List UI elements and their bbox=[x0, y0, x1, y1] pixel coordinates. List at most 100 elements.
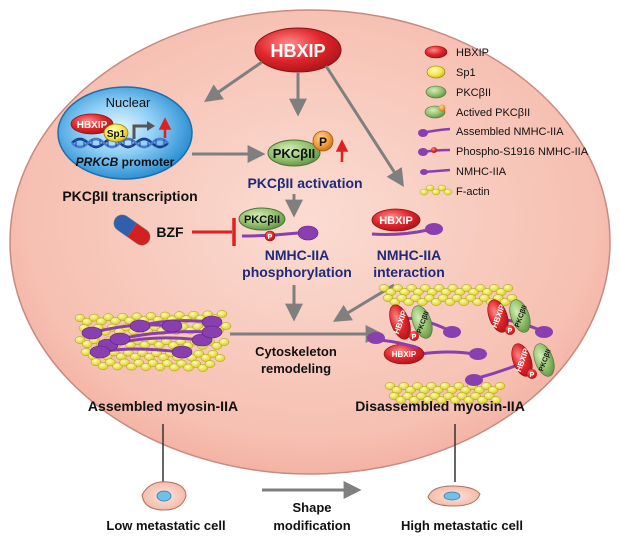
dis-complex-1: HBXIP PKCβII P bbox=[389, 304, 461, 341]
phospho-nmhc-icon bbox=[418, 147, 451, 156]
f-actin-bead bbox=[154, 363, 166, 371]
legend-label: Phospho-S1916 NMHC-IIA bbox=[456, 146, 589, 158]
f-actin-bead bbox=[384, 382, 396, 390]
assembled-nmhc-icon bbox=[418, 127, 451, 137]
nucleus: Nuclear HBXIP Sp1 bbox=[57, 86, 193, 180]
cyto-label-1: Cytoskeleton bbox=[255, 344, 337, 359]
f-actin-bead bbox=[479, 294, 490, 302]
f-actin-bead bbox=[439, 382, 451, 390]
f-actin-bead bbox=[105, 358, 116, 367]
nuclear-sp1-node: Sp1 bbox=[103, 123, 129, 143]
f-actin-bead bbox=[403, 298, 414, 306]
nmhc-phos-label-1: NMHC-IIA bbox=[265, 247, 330, 263]
f-actin-bead bbox=[218, 338, 230, 346]
f-actin-bead bbox=[188, 310, 199, 319]
f-actin-bead bbox=[392, 284, 404, 292]
shape-label-1: Shape bbox=[292, 500, 331, 515]
svg-text:Sp1: Sp1 bbox=[107, 129, 126, 140]
bzf-capsule-icon bbox=[113, 214, 151, 246]
f-actin-bead bbox=[169, 363, 180, 372]
hbxip-interact-node: HBXIP bbox=[371, 208, 443, 236]
inhibition-mark bbox=[192, 218, 236, 246]
transcription-start-icon bbox=[132, 124, 148, 139]
f-actin-bead bbox=[437, 294, 449, 302]
dna-helix-icon bbox=[71, 137, 169, 149]
legend-label: F-actin bbox=[456, 186, 490, 198]
shape-label-2: modification bbox=[273, 518, 350, 533]
f-actin-bead bbox=[494, 382, 506, 390]
f-actin-bead bbox=[81, 340, 93, 348]
f-actin-icon bbox=[419, 184, 453, 196]
svg-text:P: P bbox=[508, 328, 513, 335]
f-actin-bead bbox=[451, 294, 463, 302]
nuclear-label: Nuclear bbox=[106, 95, 151, 110]
pkc-activation-label: PKCβII activation bbox=[247, 175, 362, 191]
nmhc-inter-label-2: interaction bbox=[373, 264, 445, 280]
f-actin-bead bbox=[424, 294, 435, 302]
f-actin-bead bbox=[204, 360, 216, 368]
f-actin-bead bbox=[183, 363, 194, 372]
f-actin-bead bbox=[147, 359, 159, 367]
disassembled-label: Disassembled myosin-IIA bbox=[355, 398, 525, 414]
f-actin-bead bbox=[207, 350, 219, 358]
f-actin-bead bbox=[382, 294, 394, 302]
svg-text:P: P bbox=[530, 372, 535, 379]
f-actin-bead bbox=[465, 294, 476, 302]
f-actin-bead bbox=[211, 342, 223, 350]
assembled-myosin-cluster bbox=[74, 310, 232, 372]
svg-text:P: P bbox=[268, 234, 273, 241]
legend-label: Sp1 bbox=[456, 67, 476, 79]
f-actin-bead bbox=[502, 284, 514, 292]
f-actin-bead bbox=[88, 313, 100, 322]
f-actin-bead bbox=[119, 358, 130, 367]
high-cell-label: High metastatic cell bbox=[401, 518, 523, 533]
f-actin-bead bbox=[444, 298, 456, 306]
f-actin-bead bbox=[200, 353, 212, 362]
bzf-label: BZF bbox=[156, 224, 184, 240]
legend-label: NMHC-IIA bbox=[456, 166, 507, 178]
low-cell-label: Low metastatic cell bbox=[106, 518, 225, 533]
f-actin-bead bbox=[488, 284, 500, 292]
f-actin-bead bbox=[90, 358, 102, 366]
assembled-label: Assembled myosin-IIA bbox=[88, 398, 238, 414]
f-actin-bead bbox=[192, 322, 203, 331]
svg-text:P: P bbox=[319, 135, 327, 149]
f-actin-bead bbox=[159, 311, 171, 320]
f-actin-bead bbox=[214, 354, 226, 362]
f-actin-bead bbox=[140, 363, 152, 371]
f-actin-bead bbox=[193, 349, 205, 358]
legend: HBXIP Sp1 PKCβII Actived PKCβII Assemble… bbox=[418, 45, 589, 198]
hbxip-arrows bbox=[204, 60, 404, 188]
f-actin-bead bbox=[458, 298, 470, 306]
hbxip-ellipse-icon bbox=[424, 45, 448, 59]
legend-label: PKCβII bbox=[456, 87, 491, 99]
f-actin-bead bbox=[216, 310, 228, 318]
f-actin-bead bbox=[174, 311, 185, 320]
svg-text:HBXIP: HBXIP bbox=[379, 215, 413, 227]
sp1-ellipse-icon bbox=[426, 65, 446, 79]
f-actin-bead bbox=[74, 336, 86, 344]
f-actin-bead bbox=[197, 364, 209, 372]
svg-text:HBXIP: HBXIP bbox=[392, 350, 417, 359]
legend-label: Assembled NMHC-IIA bbox=[456, 126, 564, 138]
nmhc-icon bbox=[420, 168, 451, 175]
f-actin-bead bbox=[433, 284, 445, 292]
f-actin-bead bbox=[378, 284, 390, 292]
f-actin-bead bbox=[97, 362, 109, 370]
nmhc-inter-label-1: NMHC-IIA bbox=[377, 247, 442, 263]
hbxip-main-node: HBXIP bbox=[254, 27, 342, 73]
f-actin-bead bbox=[126, 362, 137, 371]
f-actin-bead bbox=[190, 359, 202, 368]
f-actin-bead bbox=[461, 284, 472, 292]
f-actin-bead bbox=[420, 284, 431, 292]
dis-complex-4: HBXIP PKCβII P bbox=[465, 343, 555, 386]
pkc-ellipse-icon bbox=[425, 85, 447, 99]
f-actin-bead bbox=[112, 362, 123, 371]
f-actin-bead bbox=[499, 298, 511, 306]
svg-text:P: P bbox=[412, 334, 417, 341]
cyto-label-2: remodeling bbox=[261, 361, 331, 376]
f-actin-bead bbox=[103, 313, 114, 322]
f-actin-bead bbox=[430, 298, 442, 306]
